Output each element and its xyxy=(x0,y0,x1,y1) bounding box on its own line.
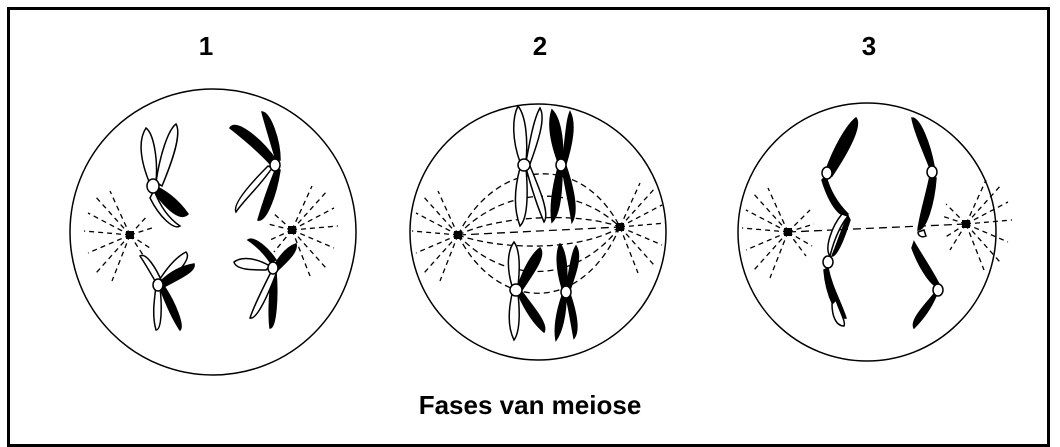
cell-3 xyxy=(737,102,1013,362)
cell-1-chromosome-pair-lower-right xyxy=(233,238,297,329)
cell-3-chromosomes-right xyxy=(911,117,944,330)
cell-2-chromosome-pair-upper xyxy=(513,104,576,228)
figure-caption: Fases van meiose xyxy=(418,390,642,420)
cell-1-chromosome-pair-lower-left xyxy=(138,251,195,332)
cell-1-right-pole xyxy=(267,185,339,277)
cell-1-chromosome-pair-upper-right xyxy=(229,111,281,221)
cell-1 xyxy=(69,88,357,376)
cell-3-right-pole xyxy=(941,179,1013,271)
phase-3-label: 3 xyxy=(861,31,877,61)
cell-2-spindle xyxy=(457,173,621,294)
cell-3-spindle xyxy=(787,223,967,233)
cell-2 xyxy=(409,103,667,361)
cell-2-left-pole xyxy=(411,190,462,282)
cell-1-left-pole xyxy=(83,190,153,282)
cell-2-right-pole xyxy=(616,182,667,274)
phase-2-label: 2 xyxy=(532,31,548,61)
cell-3-membrane xyxy=(737,102,997,362)
cell-2-chromosome-pair-lower xyxy=(507,240,580,342)
phase-1-label: 1 xyxy=(198,31,214,61)
cell-1-chromosome-pair-upper-left xyxy=(140,122,189,228)
cell-3-left-pole xyxy=(741,187,815,279)
meiosis-diagram xyxy=(69,88,1013,376)
cell-2-membrane xyxy=(409,103,667,361)
cell-3-chromosomes-left xyxy=(821,116,859,327)
cell-1-membrane xyxy=(69,88,357,376)
